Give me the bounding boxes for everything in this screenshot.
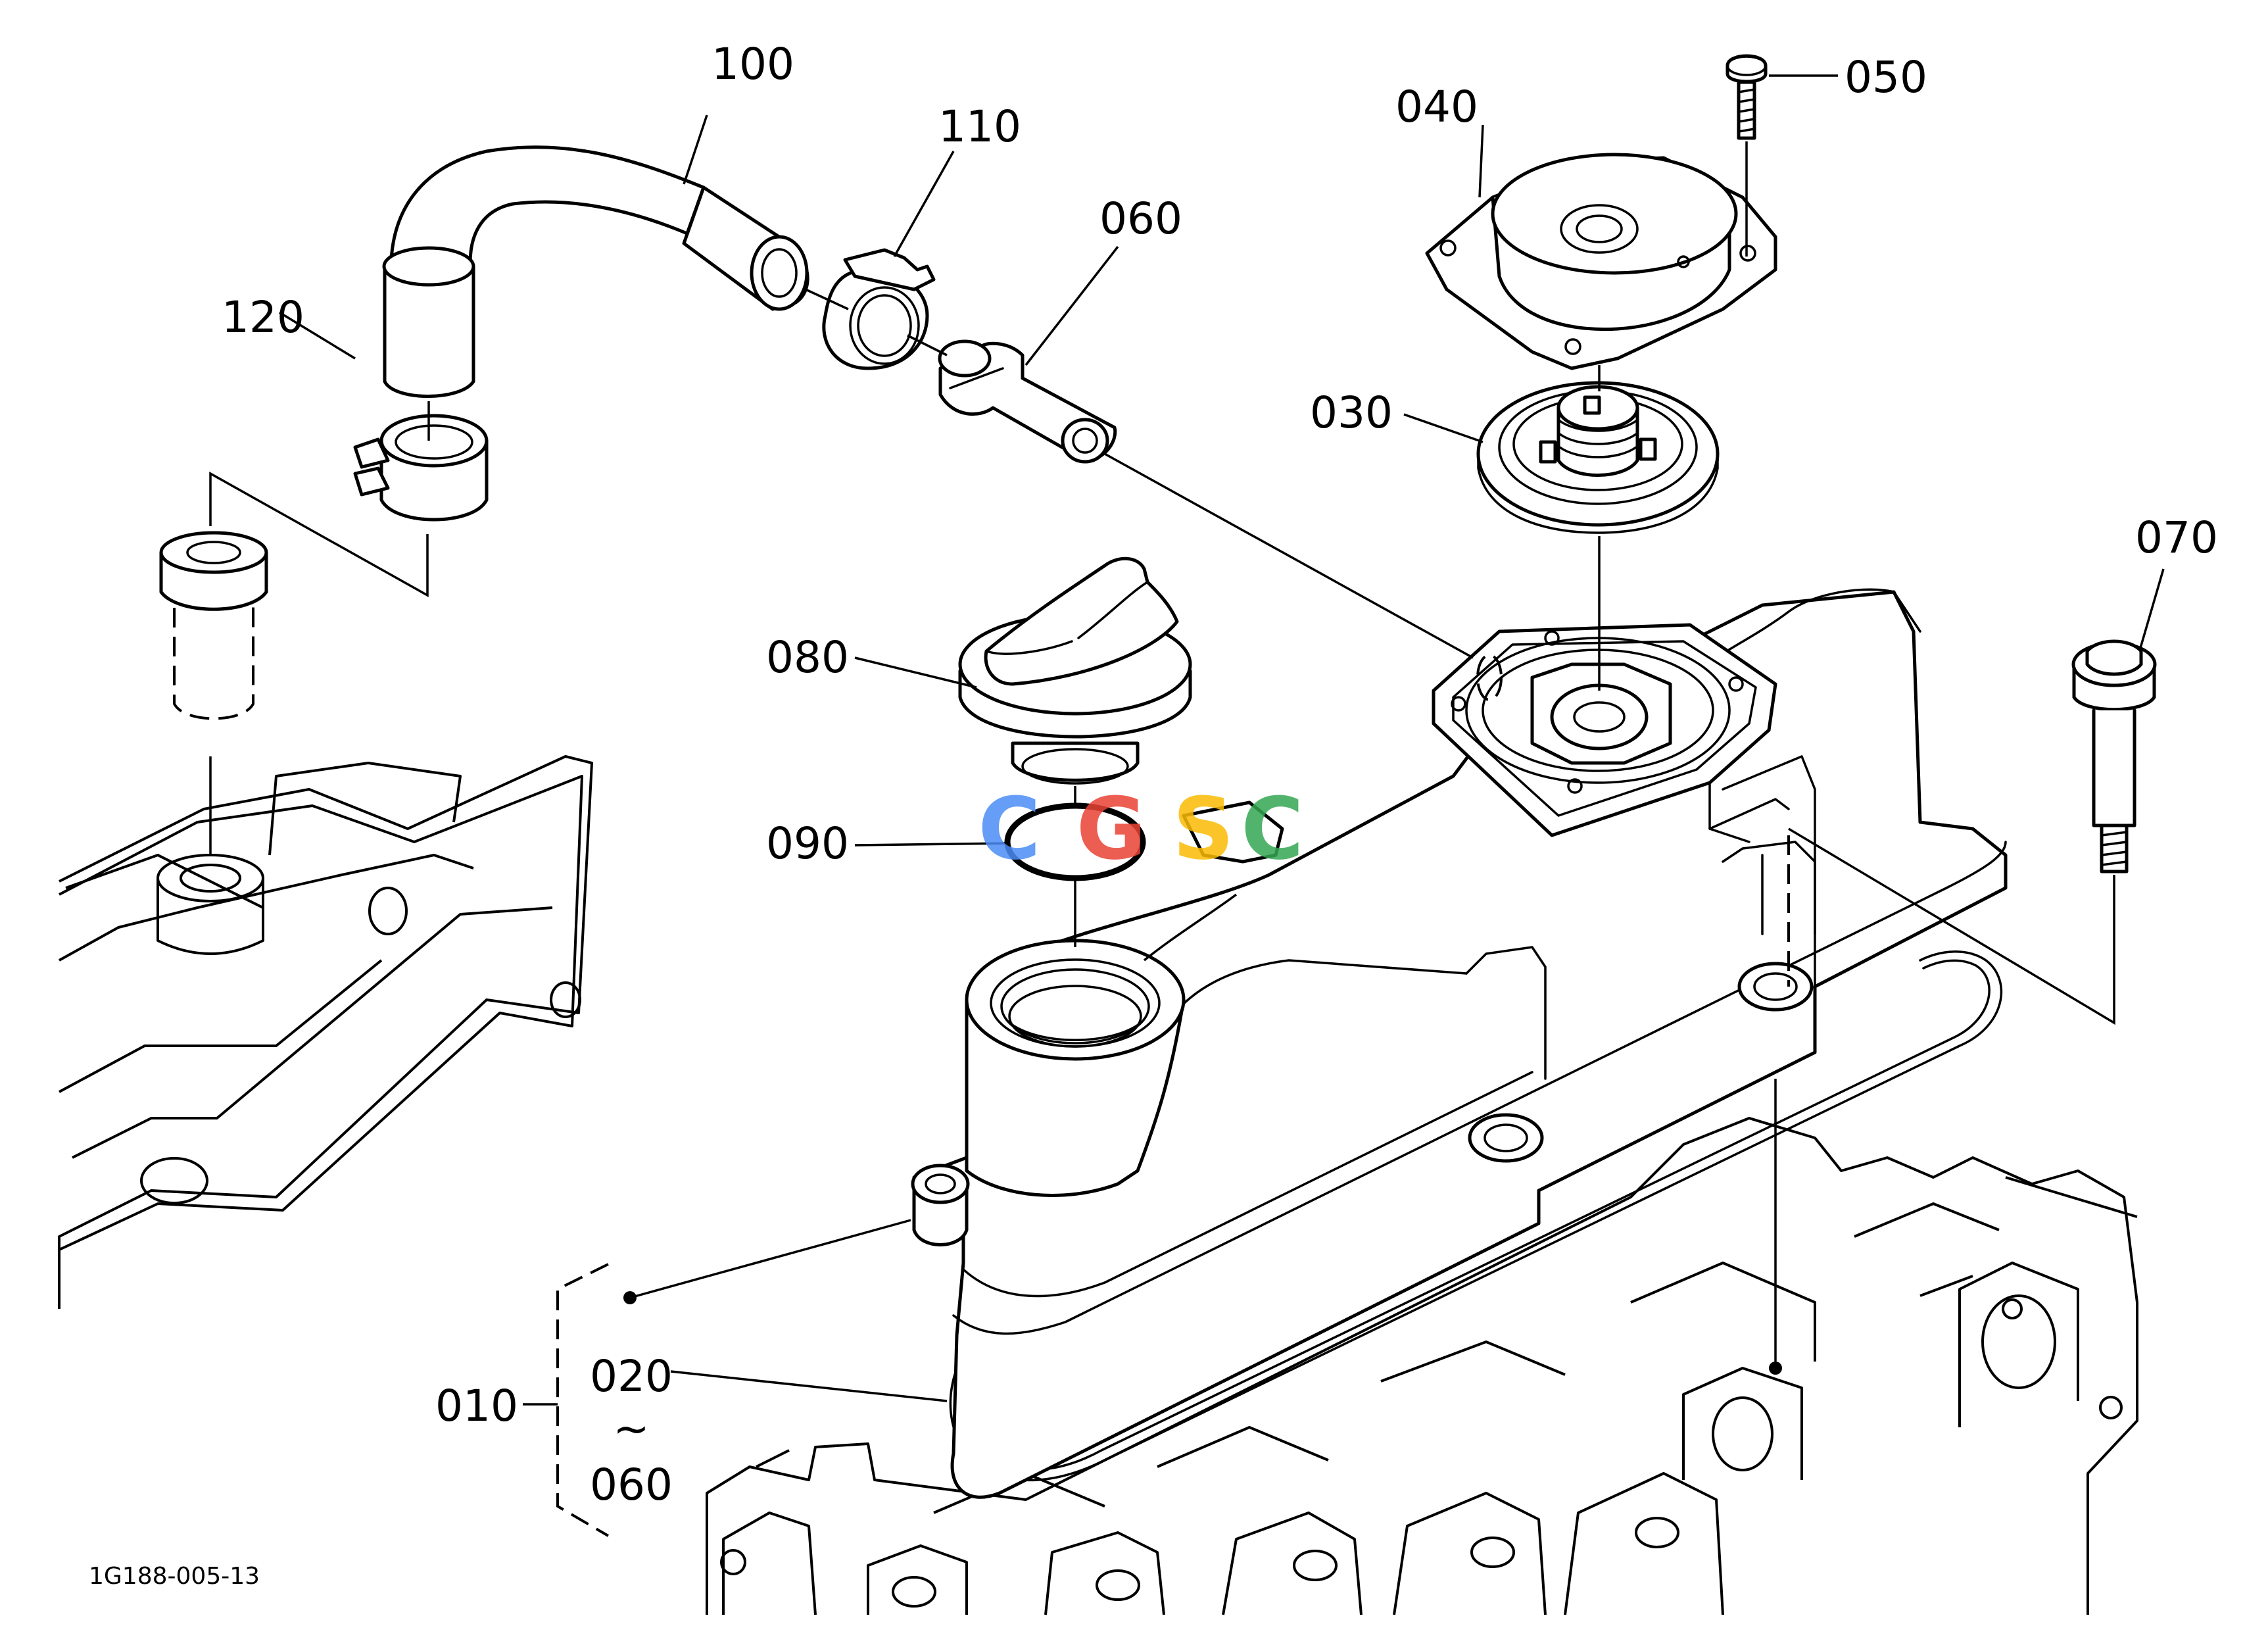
callout-100: 100 (712, 39, 794, 89)
breather-valve-030 (1476, 381, 1720, 534)
engine-block-drawing (706, 1117, 2138, 1615)
watermark-letter-s: S (1172, 779, 1234, 879)
callout-040: 040 (1395, 82, 1478, 132)
breather-cover-040 (1425, 153, 1777, 370)
callout-030: 030 (1310, 387, 1393, 438)
callout-050: 050 (1845, 52, 1927, 103)
watermark-letter-c1: C (978, 779, 1040, 879)
watermark-letter-c2: C (1241, 779, 1303, 879)
callout-060: 060 (1099, 193, 1182, 244)
watermark-letter-g: G (1076, 779, 1147, 879)
callout-110: 110 (938, 101, 1021, 152)
hose-clamp-110 (822, 248, 936, 370)
callout-leaders (279, 74, 2165, 1537)
callout-060-range-end: 060 (590, 1460, 673, 1510)
range-tilde: ~ (613, 1404, 649, 1454)
bolt-070 (2071, 639, 2157, 873)
oil-filler-cap-080 (958, 556, 1192, 785)
breather-hose-100 (382, 145, 809, 398)
manifold-fitting (159, 531, 268, 720)
watermark-logo: C G S C (978, 779, 1303, 879)
callout-080: 080 (766, 632, 849, 683)
callout-020: 020 (590, 1351, 673, 1402)
hose-clamp-120 (353, 414, 489, 522)
callout-090: 090 (766, 818, 849, 869)
callout-070: 070 (2135, 512, 2218, 563)
manifold-drawing (58, 755, 593, 1309)
callout-labels: 100 110 060 120 040 050 030 070 080 090 … (89, 39, 2218, 1590)
screw-050 (1725, 54, 1768, 140)
callout-120: 120 (222, 292, 304, 343)
breather-pipe-060 (938, 339, 1117, 464)
callout-010: 010 (435, 1381, 518, 1431)
assembly-lines (209, 141, 2115, 1375)
figure-reference: 1G188-005-13 (89, 1563, 260, 1590)
